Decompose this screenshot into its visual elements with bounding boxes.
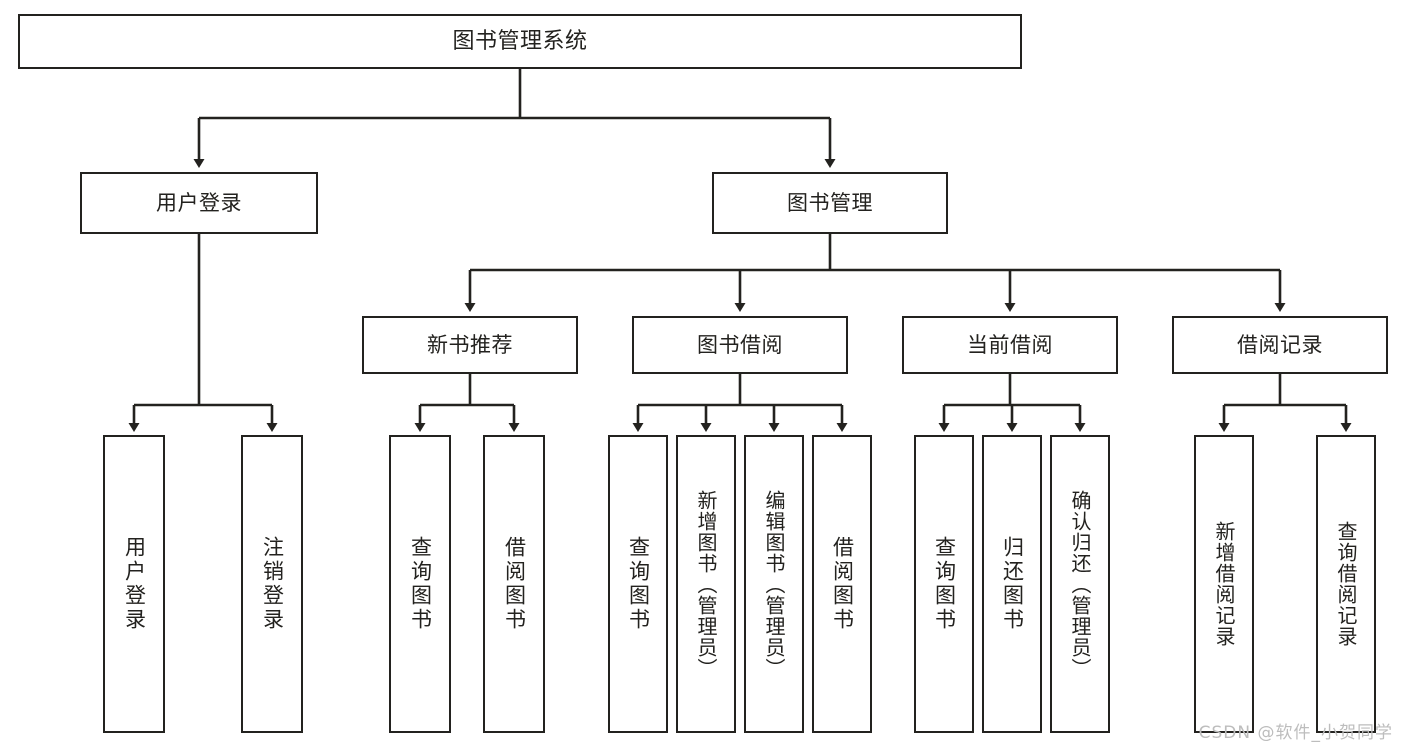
node-new-book-recommendation-label: 新书推荐 — [427, 332, 513, 357]
leaf-borrow-book-rec-label: 借阅图书 — [502, 536, 527, 632]
leaf-borrow-book-rec[interactable]: 借阅图书 — [483, 435, 545, 733]
leaf-add-book-admin[interactable]: 新增图书（管理员） — [676, 435, 736, 733]
leaf-query-book-borrow-label: 查询图书 — [626, 536, 651, 632]
leaf-add-borrow-record-label: 新增借阅记录 — [1212, 521, 1236, 647]
node-book-borrow[interactable]: 图书借阅 — [632, 316, 848, 374]
node-current-borrow[interactable]: 当前借阅 — [902, 316, 1118, 374]
leaf-logout-login[interactable]: 注销登录 — [241, 435, 303, 733]
node-user-login-label: 用户登录 — [156, 190, 242, 215]
leaf-logout-login-label: 注销登录 — [260, 536, 285, 632]
node-book-management-label: 图书管理 — [787, 190, 873, 215]
leaf-query-book-rec[interactable]: 查询图书 — [389, 435, 451, 733]
leaf-query-borrow-record-label: 查询借阅记录 — [1334, 521, 1358, 647]
leaf-add-borrow-record[interactable]: 新增借阅记录 — [1194, 435, 1254, 733]
leaf-user-login-label: 用户登录 — [122, 536, 147, 632]
leaf-query-book-current-label: 查询图书 — [932, 536, 957, 632]
node-current-borrow-label: 当前借阅 — [967, 332, 1053, 357]
leaf-edit-book-admin-label: 编辑图书（管理员） — [762, 489, 786, 679]
leaf-query-book-current[interactable]: 查询图书 — [914, 435, 974, 733]
leaf-add-book-admin-label: 新增图书（管理员） — [694, 489, 718, 679]
node-book-management[interactable]: 图书管理 — [712, 172, 948, 234]
node-root[interactable]: 图书管理系统 — [18, 14, 1022, 69]
leaf-edit-book-admin[interactable]: 编辑图书（管理员） — [744, 435, 804, 733]
node-new-book-recommendation[interactable]: 新书推荐 — [362, 316, 578, 374]
watermark: CSDN @软件_小贺同学 — [1198, 723, 1393, 743]
leaf-query-book-borrow[interactable]: 查询图书 — [608, 435, 668, 733]
node-user-login[interactable]: 用户登录 — [80, 172, 318, 234]
leaf-query-borrow-record[interactable]: 查询借阅记录 — [1316, 435, 1376, 733]
leaf-confirm-return-admin[interactable]: 确认归还（管理员） — [1050, 435, 1110, 733]
node-book-borrow-label: 图书借阅 — [697, 332, 783, 357]
node-borrow-record[interactable]: 借阅记录 — [1172, 316, 1388, 374]
node-root-label: 图书管理系统 — [452, 28, 588, 54]
leaf-borrow-book[interactable]: 借阅图书 — [812, 435, 872, 733]
leaf-return-book-label: 归还图书 — [1000, 536, 1025, 632]
leaf-query-book-rec-label: 查询图书 — [408, 536, 433, 632]
leaf-return-book[interactable]: 归还图书 — [982, 435, 1042, 733]
leaf-user-login[interactable]: 用户登录 — [103, 435, 165, 733]
leaf-confirm-return-admin-label: 确认归还（管理员） — [1068, 489, 1092, 679]
node-borrow-record-label: 借阅记录 — [1237, 332, 1323, 357]
leaf-borrow-book-label: 借阅图书 — [830, 536, 855, 632]
